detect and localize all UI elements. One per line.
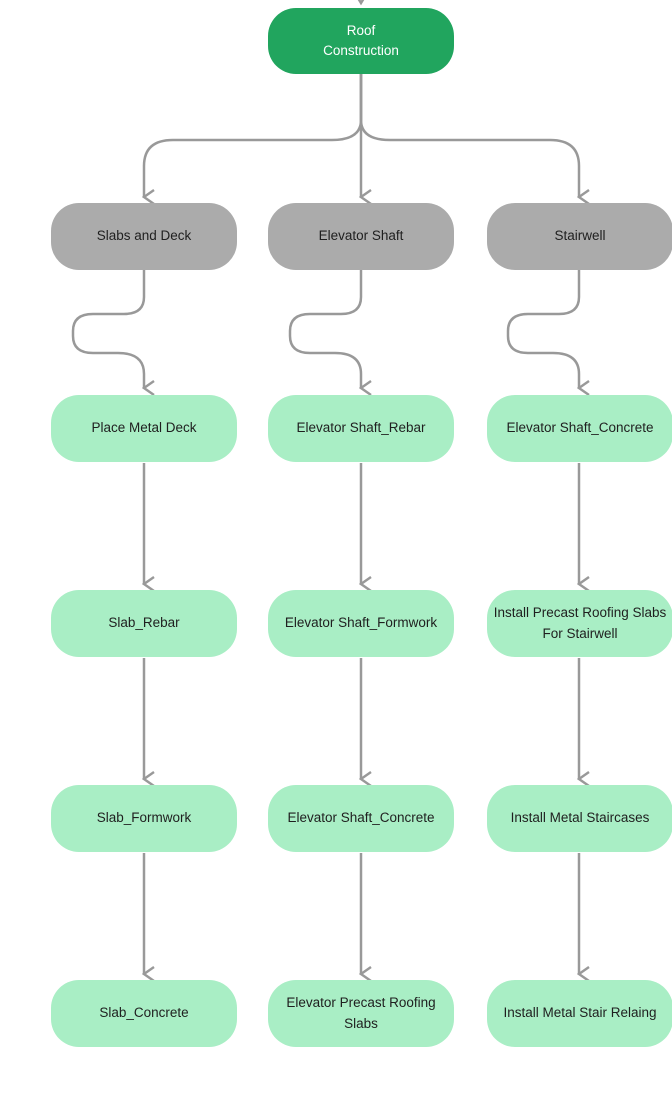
node-slabs-and-deck: Slabs and Deck: [51, 203, 237, 270]
node-roof-construction: Roof Construction: [268, 8, 454, 74]
node-slab-rebar: Slab_Rebar: [51, 590, 237, 657]
node-place-metal-deck: Place Metal Deck: [51, 395, 237, 462]
node-install-precast-roofing-slabs-for-stairwell: Install Precast Roofing Slabs For Stairw…: [487, 590, 672, 657]
node-elevator-shaft-concrete: Elevator Shaft_Concrete: [268, 785, 454, 852]
node-elevator-precast-roofing-slabs: Elevator Precast Roofing Slabs: [268, 980, 454, 1047]
node-stairwell: Stairwell: [487, 203, 672, 270]
node-slab-formwork: Slab_Formwork: [51, 785, 237, 852]
node-elevator-shaft-formwork: Elevator Shaft_Formwork: [268, 590, 454, 657]
edge-elevator-shaft-to-elevator-shaft-rebar: [288, 270, 361, 388]
edge-slabs-and-deck-to-place-metal-deck: [71, 270, 144, 388]
node-slab-concrete: Slab_Concrete: [51, 980, 237, 1047]
edge-root-to-slabs-and-deck: [144, 74, 363, 197]
edge-stairwell-to-elevator-shaft-concrete: [506, 270, 579, 388]
node-install-metal-stair-relaing: Install Metal Stair Relaing: [487, 980, 672, 1047]
node-elevator-shaft: Elevator Shaft: [268, 203, 454, 270]
edge-incoming-top-stub: [357, 0, 365, 6]
edge-root-to-stairwell: [359, 74, 579, 197]
node-elevator-shaft-concrete-stairwell: Elevator Shaft_Concrete: [487, 395, 672, 462]
node-elevator-shaft-rebar: Elevator Shaft_Rebar: [268, 395, 454, 462]
node-install-metal-staircases: Install Metal Staircases: [487, 785, 672, 852]
